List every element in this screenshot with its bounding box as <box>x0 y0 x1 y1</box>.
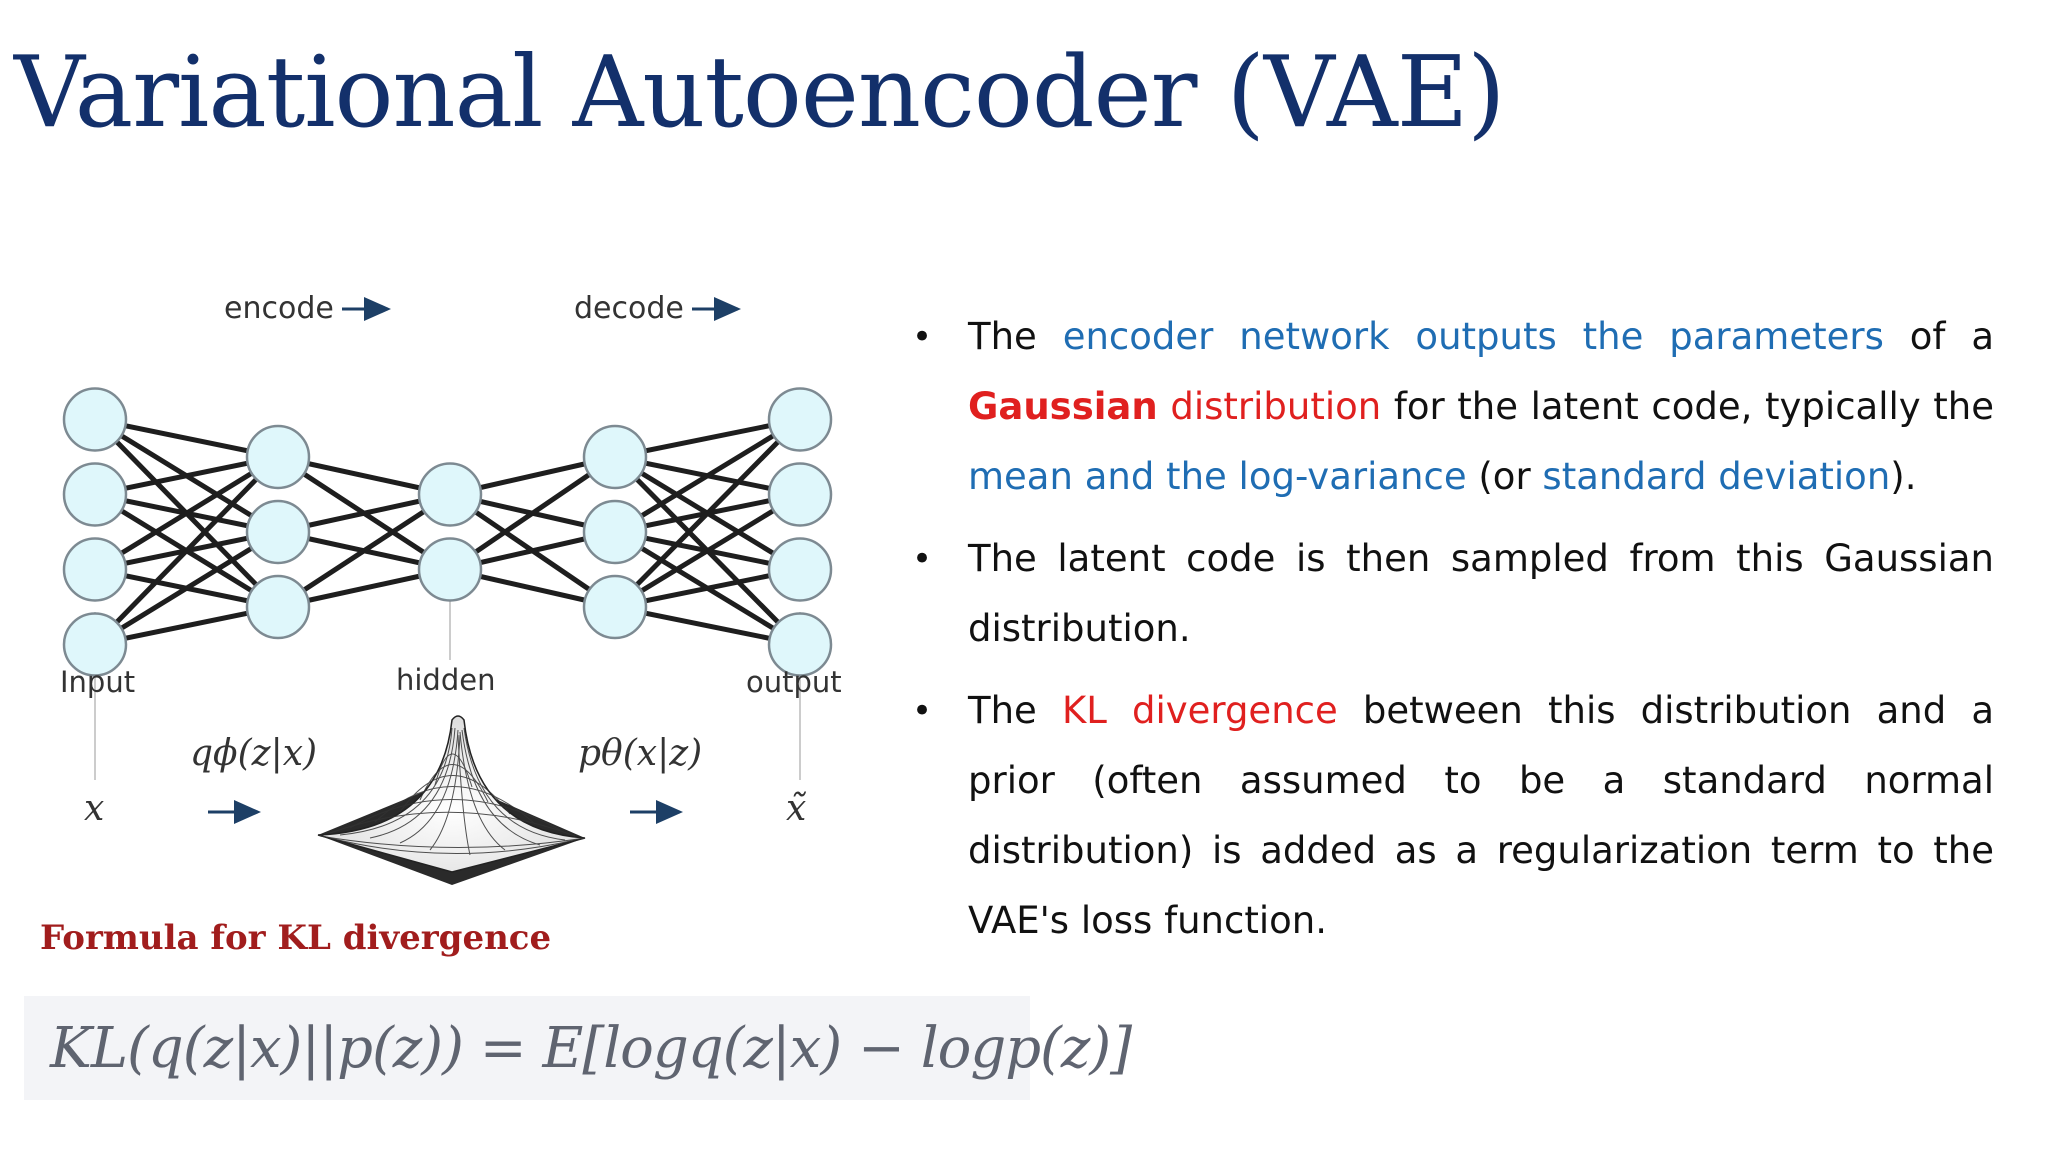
network-node <box>245 574 311 640</box>
bullet-item-encoder: • The encoder network outputs the paramet… <box>912 302 1994 512</box>
hidden-label: hidden <box>396 663 495 697</box>
slide-title: Variational Autoencoder (VAE) <box>14 36 1505 150</box>
vae-network-diagram: encode decode Input hidden output qϕ(z|x… <box>60 291 842 885</box>
network-edge <box>276 492 452 610</box>
network-node <box>767 387 833 452</box>
highlight-kl-divergence: KL divergence <box>1061 689 1338 732</box>
network-node <box>417 537 483 602</box>
bullet-text: The latent code is then sampled from thi… <box>968 537 1994 650</box>
network-node <box>582 499 648 565</box>
network-edge <box>448 454 617 572</box>
bullet-item-kl-divergence: • The KL divergence between this distribu… <box>912 676 1994 956</box>
bullet-dot: • <box>912 539 933 579</box>
encode-label: encode <box>224 291 334 326</box>
network-edges <box>93 417 802 647</box>
bullet-text: The <box>968 689 1062 732</box>
network-node <box>767 612 833 677</box>
network-edge <box>93 454 280 572</box>
encoder-distribution: qϕ(z|x) <box>190 733 317 774</box>
network-node <box>62 387 128 452</box>
bullet-text: between this distribution and a prior (o… <box>968 689 1995 942</box>
network-nodes <box>62 387 833 677</box>
highlight-encoder-network: encoder network outputs the parameters <box>1062 315 1884 358</box>
kl-formula: KL(q(z|x)||p(z)) = E[logq(z|x) − logp(z)… <box>50 1015 1132 1081</box>
formula-label: Formula for KL divergence <box>40 918 552 958</box>
bullet-text: for the latent code, typically the <box>1381 385 1995 428</box>
network-edge <box>613 417 802 609</box>
bullet-text: ). <box>1890 455 1917 498</box>
bullet-text: The <box>968 315 1063 358</box>
network-node <box>767 462 833 527</box>
network-node <box>582 574 648 640</box>
network-node <box>245 499 311 565</box>
output-label: output <box>746 665 842 699</box>
highlight-mean-log-variance: mean and the log-variance <box>968 455 1467 498</box>
bullet-dot: • <box>912 691 933 731</box>
bullet-dot: • <box>912 317 933 357</box>
bullet-text: (or <box>1466 455 1543 498</box>
highlight-distribution: distribution <box>1170 385 1382 428</box>
bullet-list: • The encoder network outputs the paramet… <box>912 302 1994 968</box>
network-node <box>62 537 128 602</box>
bullet-text <box>1158 385 1171 428</box>
highlight-standard-deviation: standard deviation <box>1542 455 1891 498</box>
bullet-item-sampling: • The latent code is then sampled from th… <box>912 524 1994 664</box>
output-symbol: x̃ <box>786 788 806 829</box>
network-node <box>417 462 483 527</box>
bullet-text: of a <box>1883 315 1995 358</box>
network-node <box>245 424 311 490</box>
network-edge <box>93 455 280 647</box>
network-edge <box>613 417 802 535</box>
network-node <box>62 612 128 677</box>
highlight-gaussian: Gaussian <box>968 385 1158 428</box>
network-node <box>767 537 833 602</box>
kl-formula-box: KL(q(z|x)||p(z)) = E[logq(z|x) − logp(z)… <box>24 996 1132 1100</box>
network-node <box>582 424 648 490</box>
gaussian-surface-illustration <box>317 715 586 885</box>
network-edge <box>613 492 802 610</box>
network-node <box>62 462 128 527</box>
decode-label: decode <box>574 291 684 326</box>
network-edge <box>93 529 280 647</box>
decoder-distribution: pθ(x|z) <box>578 733 702 774</box>
input-symbol: x <box>84 788 104 829</box>
input-label: Input <box>60 665 135 699</box>
